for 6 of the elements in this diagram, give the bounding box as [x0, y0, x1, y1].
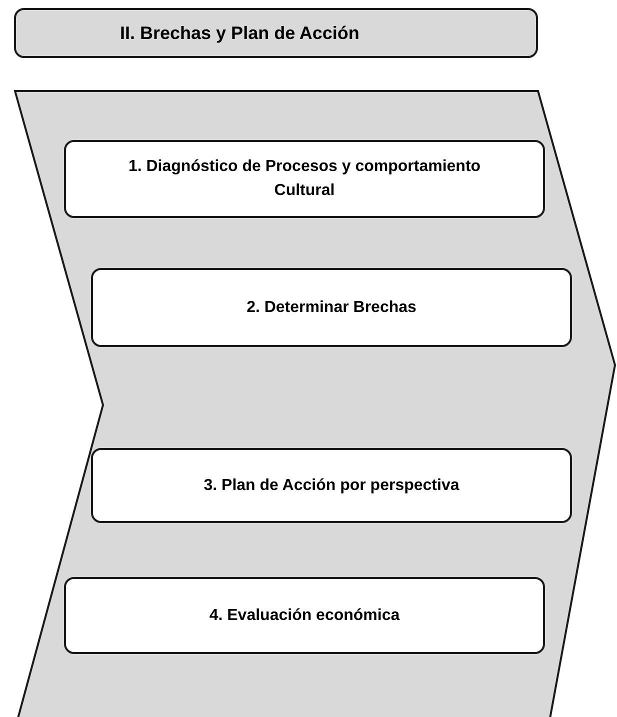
heading-box: II. Brechas y Plan de Acción — [14, 8, 538, 58]
chevron-shape — [14, 90, 617, 717]
step-box: 3. Plan de Acción por perspectiva — [91, 448, 572, 523]
step-box: 1. Diagnóstico de Procesos y comportamiento Cultural — [64, 140, 545, 218]
step-box: 4. Evaluación económica — [64, 577, 545, 654]
step-box: 2. Determinar Brechas — [91, 268, 572, 347]
